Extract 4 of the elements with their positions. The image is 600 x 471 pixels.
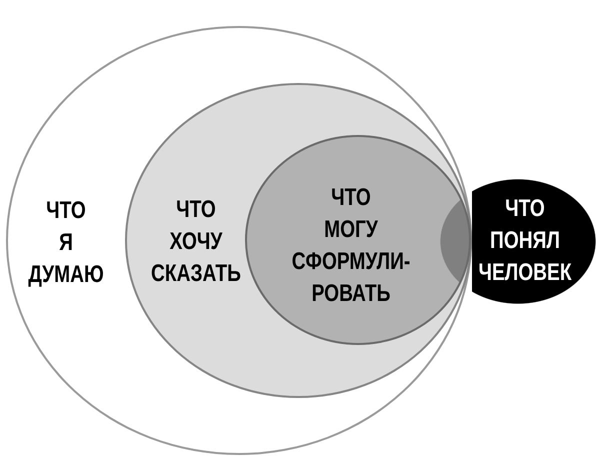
- region-label: ЧТО МОГУ СФОРМУЛИ-РОВАТЬ: [292, 183, 410, 309]
- region-label: ЧТО ПОНЯЛ ЧЕЛОВЕК: [478, 194, 572, 288]
- region-label: ЧТО Я ДУМАЮ: [28, 196, 104, 290]
- region-label: ЧТО ХОЧУ СКАЗАТЬ: [151, 195, 241, 289]
